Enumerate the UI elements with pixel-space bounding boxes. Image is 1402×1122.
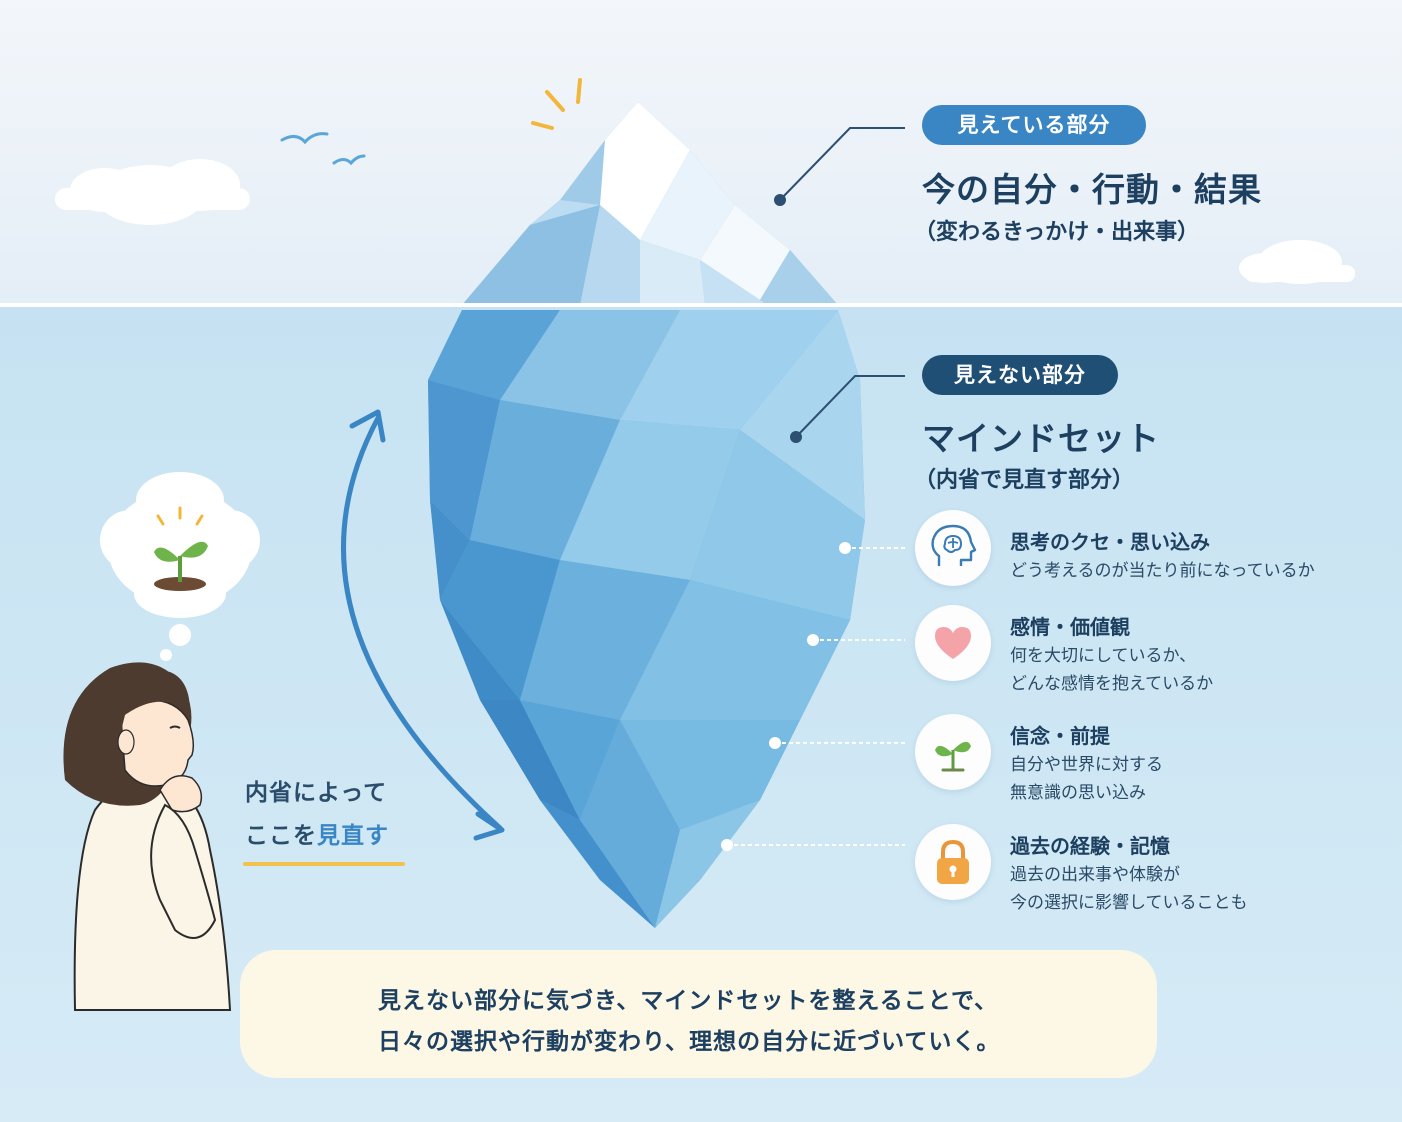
- reflection-line-2: ここを見直す: [245, 816, 389, 850]
- item-desc-thinking: どう考えるのが当たり前になっているか: [1010, 561, 1315, 581]
- seedling-icon: [154, 506, 208, 591]
- sprout-icon: [935, 741, 971, 772]
- hidden-part-title: マインドセット: [922, 419, 1160, 458]
- item-desc-emotions-1: 何を大切にしているか、: [1010, 646, 1197, 666]
- reflection-highlight: 見直す: [317, 823, 389, 849]
- hidden-part-badge: 見えない部分: [922, 355, 1118, 395]
- reflection-line-2-pre: ここを: [245, 823, 317, 849]
- sparkle-icon: [531, 78, 582, 130]
- item-desc-past-2: 今の選択に影響していることも: [1010, 893, 1248, 913]
- cloud-right: [1239, 240, 1355, 284]
- item-desc-past-1: 過去の出来事や体験が: [1010, 865, 1180, 885]
- birds: [280, 132, 366, 166]
- thought-bubble: [100, 472, 260, 661]
- head-brain-icon: [931, 524, 977, 566]
- item-desc-emotions-2: どんな感情を抱えているか: [1010, 674, 1214, 694]
- visible-part-subtitle: （変わるきっかけ・出来事）: [914, 220, 1200, 245]
- footer-line-2: 日々の選択や行動が変わり、理想の自分に近づいていく。: [378, 1029, 1001, 1055]
- callout-underline: [243, 862, 405, 866]
- iceberg-tip: [462, 102, 838, 305]
- thinking-person: [63, 662, 232, 1011]
- item-icon-circle: [915, 510, 991, 586]
- item-title-emotions: 感情・価値観: [1010, 615, 1130, 639]
- hidden-part-subtitle: （内省で見直す部分）: [914, 468, 1135, 493]
- item-title-thinking: 思考のクセ・思い込み: [1010, 530, 1210, 554]
- item-desc-beliefs-2: 無意識の思い込み: [1010, 783, 1146, 803]
- item-desc-beliefs-1: 自分や世界に対する: [1010, 755, 1163, 775]
- visible-part-badge: 見えている部分: [922, 105, 1146, 145]
- item-icon-circle: [915, 824, 991, 900]
- iceberg-underwater: [428, 310, 865, 928]
- leader-dot-hidden: [790, 431, 802, 443]
- footer-message-box: [240, 950, 1157, 1078]
- item-icon-circle: [915, 605, 991, 681]
- item-icon-circle: [915, 714, 991, 790]
- item-connectors: [727, 547, 905, 846]
- leader-dot-visible: [774, 194, 786, 206]
- heart-icon: [935, 627, 971, 659]
- leader-lines: [779, 127, 905, 438]
- footer-line-1: 見えない部分に気づき、マインドセットを整えることで、: [378, 988, 999, 1014]
- item-title-beliefs: 信念・前提: [1010, 724, 1110, 748]
- item-title-past: 過去の経験・記憶: [1010, 834, 1170, 858]
- visible-part-title: 今の自分・行動・結果: [922, 170, 1262, 209]
- reflection-line-1: 内省によって: [245, 780, 388, 806]
- reflection-arrow: [341, 409, 505, 841]
- lock-icon: [937, 839, 969, 884]
- cloud-left: [55, 159, 250, 225]
- item-connector-dots: [721, 542, 851, 851]
